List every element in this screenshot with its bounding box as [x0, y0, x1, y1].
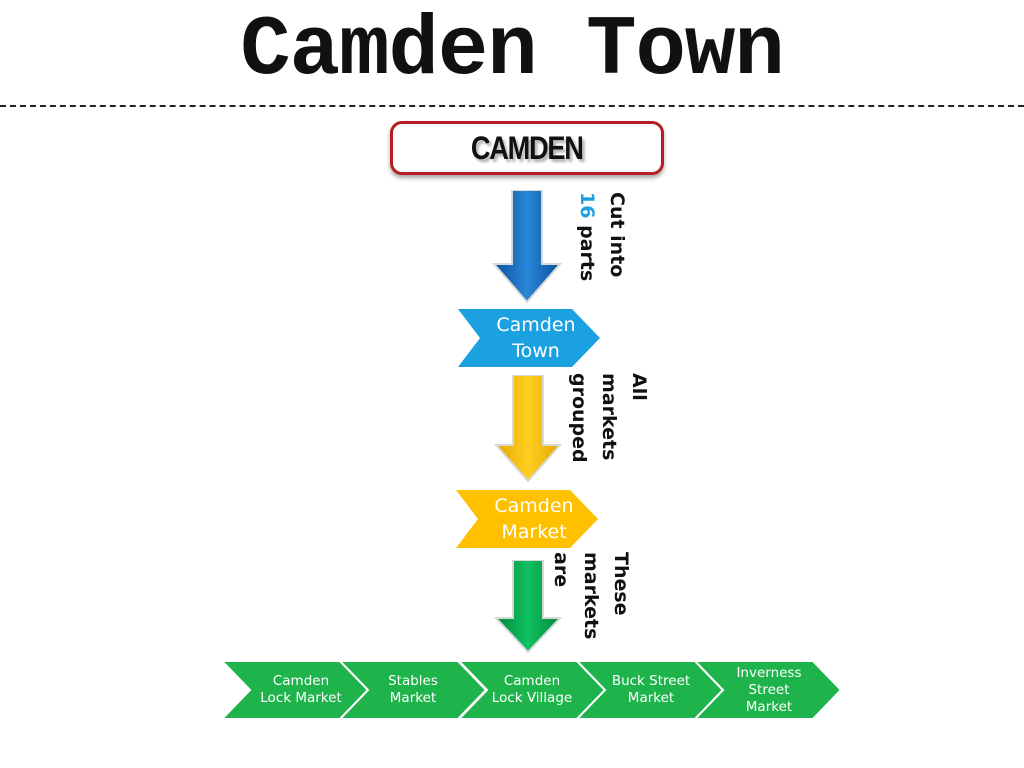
- market-label-line-1: Camden: [272, 673, 330, 689]
- step-label-text: All markets grouped: [568, 373, 650, 463]
- down-arrow-blue: [492, 190, 562, 304]
- market-buck-street-market: Buck Street Market: [577, 661, 723, 719]
- market-label-line-1: Buck Street: [611, 673, 691, 689]
- market-label: Camden Lock Village: [492, 673, 572, 707]
- market-label: Inverness Street Market: [734, 665, 801, 716]
- chevron-shape: [695, 661, 841, 719]
- market-camden-lock-market: Camden Lock Market: [222, 661, 368, 719]
- market-camden-lock-village: Camden Lock Village: [459, 661, 605, 719]
- down-arrow-yellow: [494, 375, 562, 483]
- market-label: Buck Street Market: [610, 673, 690, 707]
- node-label-line-2: Market: [501, 521, 567, 543]
- step-label-line-1: Cut into: [606, 192, 628, 278]
- node-label: Camden Market: [480, 493, 573, 545]
- down-arrow-green: [494, 560, 562, 654]
- market-label: Camden Lock Market: [248, 673, 341, 707]
- market-label-line-1: Inverness: [736, 664, 802, 681]
- market-label-line-2: Lock Village: [491, 690, 573, 706]
- chevron-shape: [458, 309, 600, 367]
- node-camden-town: Camden Town: [458, 309, 600, 367]
- market-label-line-2: Market: [627, 690, 675, 706]
- step-label-these-markets-are: These markets are: [546, 552, 636, 652]
- step-number: 16: [576, 192, 598, 219]
- page-title: Camden Town: [240, 4, 785, 99]
- root-node-box: CAMDEN: [390, 121, 664, 175]
- dashed-divider: [0, 105, 1024, 107]
- node-label-line-1: Camden: [496, 314, 576, 336]
- step-label-line-2: parts: [576, 225, 598, 282]
- market-label-line-2: Street: [748, 681, 790, 698]
- chevron-shape: [459, 661, 605, 719]
- market-stables-market: Stables Market: [340, 661, 486, 719]
- node-label-line-2: Town: [512, 340, 560, 362]
- step-label-text: These markets are: [550, 552, 632, 640]
- chevron-shape: [340, 661, 486, 719]
- chevron-shape: [222, 661, 368, 719]
- market-label-line-1: Stables: [388, 673, 438, 689]
- market-label-line-2: Lock Market: [260, 690, 342, 706]
- chevron-shape: [456, 490, 598, 548]
- market-label-line-1: Camden: [503, 673, 561, 689]
- chevron-shape: [577, 661, 723, 719]
- node-label-line-1: Camden: [494, 495, 574, 517]
- market-label: Stables Market: [388, 673, 438, 707]
- market-label-line-3: Market: [745, 698, 793, 715]
- root-node-label: CAMDEN: [471, 129, 584, 166]
- node-label: Camden Town: [482, 312, 575, 364]
- node-camden-market: Camden Market: [456, 490, 598, 548]
- step-label-cut-into-parts: Cut into 16 parts: [572, 192, 632, 302]
- market-inverness-street-market: Inverness Street Market: [695, 661, 841, 719]
- market-label-line-2: Market: [389, 690, 437, 706]
- step-label-all-markets-grouped: All markets grouped: [564, 373, 654, 483]
